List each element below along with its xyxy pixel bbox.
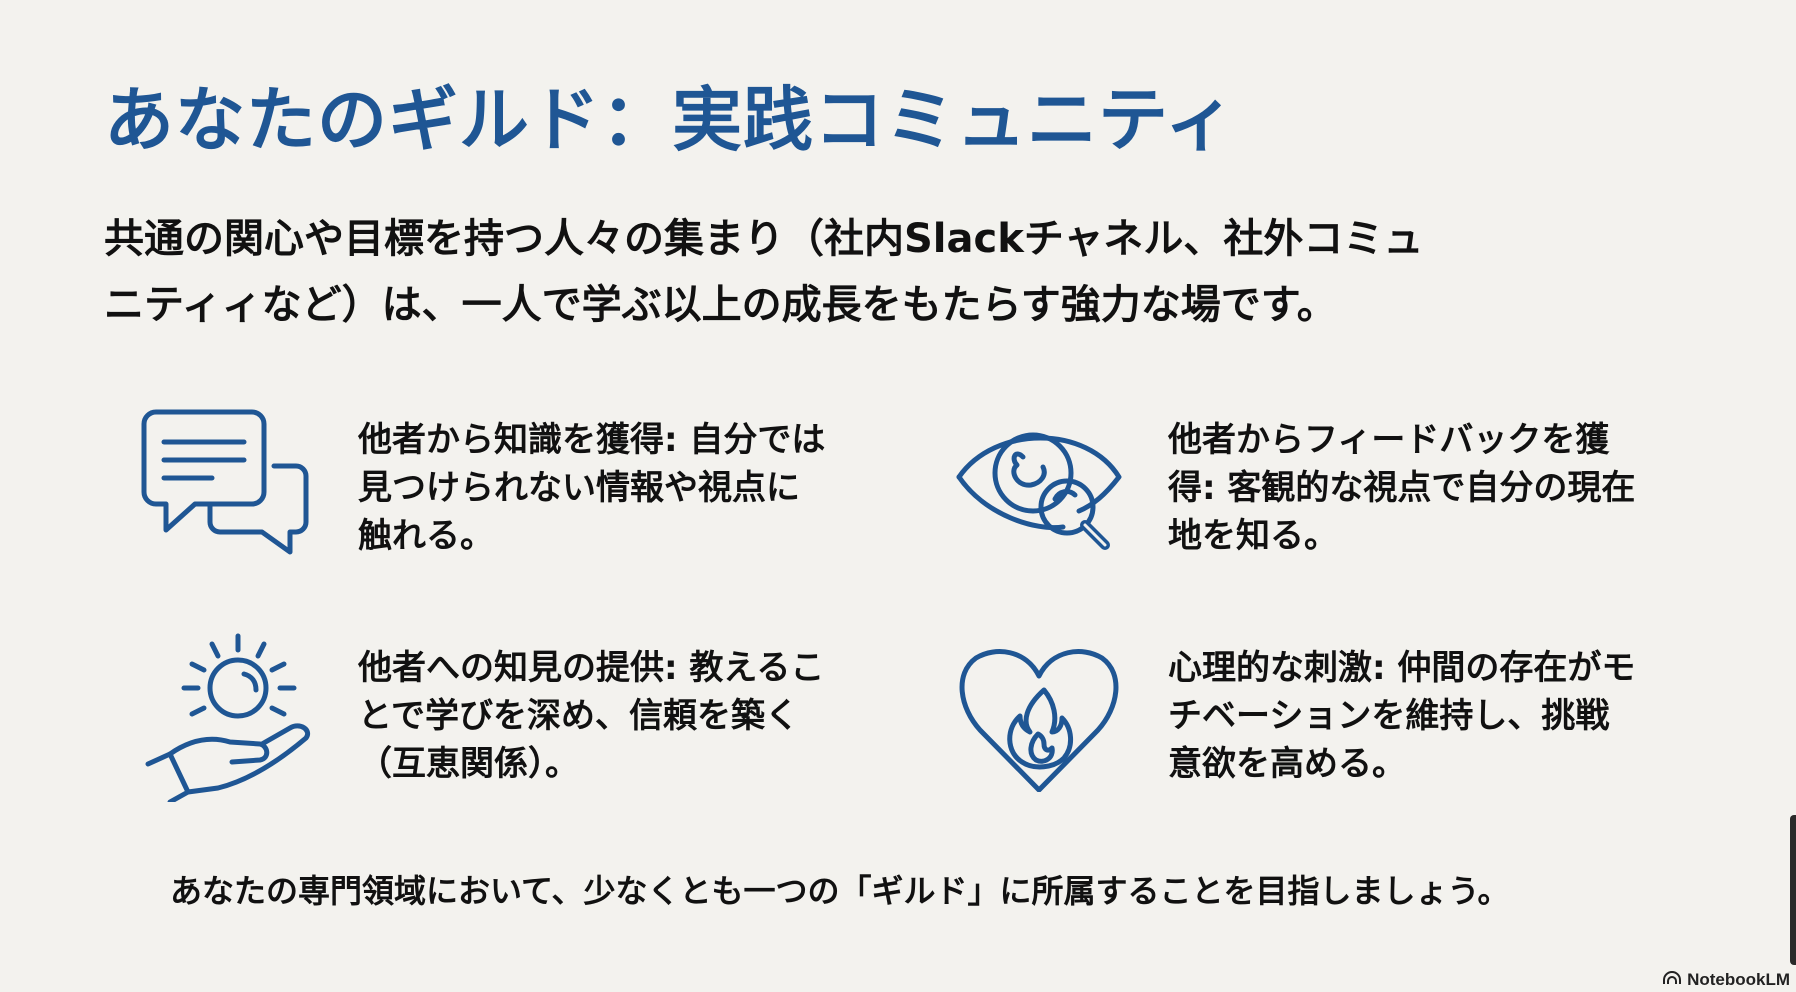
card-line: 他者から知識を獲得: 自分では (358, 420, 826, 460)
card-line: とで学びを深め、信頼を築く (358, 696, 799, 736)
side-scroll-handle[interactable] (1790, 815, 1796, 965)
brand-label: NotebookLM (1687, 970, 1790, 989)
chat-bubbles-icon (140, 408, 316, 558)
card-line: 意欲を高める。 (1168, 744, 1406, 784)
notebooklm-watermark: NotebookLM (1663, 970, 1790, 990)
card-line: 得: 客観的な視点で自分の現在 (1168, 468, 1636, 508)
heart-flame-icon (956, 644, 1122, 792)
slide-title: あなたのギルド：実践コミュニティ (104, 79, 1236, 161)
card-line: 他者への知見の提供: 教えるこ (358, 648, 825, 688)
card-text: 心理的な刺激: 仲間の存在がモ チベーションを維持し、挑戦 意欲を高める。 (1168, 644, 1635, 788)
card-text: 他者からフィードバックを獲 得: 客観的な視点で自分の現在 地を知る。 (1168, 416, 1635, 560)
card-text: 他者への知見の提供: 教えるこ とで学びを深め、信頼を築く （互恵関係）。 (358, 644, 824, 788)
card-line: 触れる。 (358, 516, 494, 556)
notebooklm-logo-icon (1663, 970, 1682, 990)
hand-light-icon (140, 630, 316, 802)
card-line: チベーションを維持し、挑戦 (1168, 696, 1610, 736)
card-line: （互恵関係）。 (358, 744, 579, 784)
card-text: 他者から知識を獲得: 自分では 見つけられない情報や視点に 触れる。 (358, 416, 825, 560)
lead-paragraph: 共通の関心や目標を持つ人々の集まり（社内Slackチャネル、社外コミュ ニティィ… (104, 206, 1704, 338)
card-line: 心理的な刺激: 仲間の存在がモ (1168, 648, 1636, 688)
eye-magnifier-icon (955, 425, 1127, 555)
footer-note: あなたの専門領域において、少なくとも一つの「ギルド」に所属することを目指しましょ… (170, 872, 1510, 910)
lead-line: 共通の関心や目標を持つ人々の集まり（社内Slackチャネル、社外コミュ (104, 216, 1424, 262)
card-line: 見つけられない情報や視点に (358, 468, 800, 508)
card-line: 地を知る。 (1168, 516, 1338, 556)
card-line: 他者からフィードバックを獲 (1168, 420, 1610, 460)
lead-line: ニティィなど）は、一人で学ぶ以上の成長をもたらす強力な場です。 (104, 282, 1337, 328)
